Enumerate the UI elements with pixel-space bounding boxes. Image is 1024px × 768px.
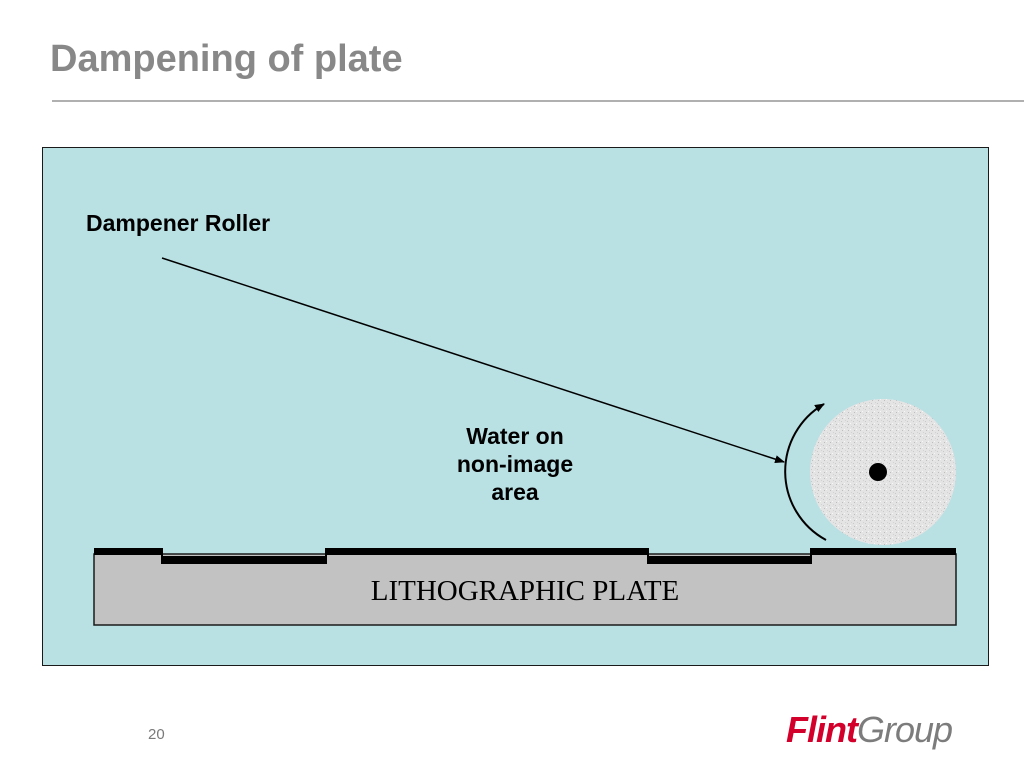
page-number: 20: [148, 726, 165, 743]
lithographic-plate-label: LITHOGRAPHIC PLATE: [370, 575, 680, 607]
slide-title: Dampening of plate: [50, 38, 403, 80]
water-on-non-image-label: Water on non-image area: [425, 422, 605, 506]
water-label-line: area: [491, 479, 539, 505]
logo-text-flint: Flint: [786, 709, 858, 750]
dampener-roller-label: Dampener Roller: [86, 210, 271, 236]
title-divider: [52, 100, 1024, 102]
water-label-line: Water on: [466, 423, 564, 449]
water-label-line: non-image: [456, 451, 574, 477]
logo-text-group: Group: [856, 709, 953, 750]
flint-group-logo: FlintGroup: [786, 708, 953, 752]
